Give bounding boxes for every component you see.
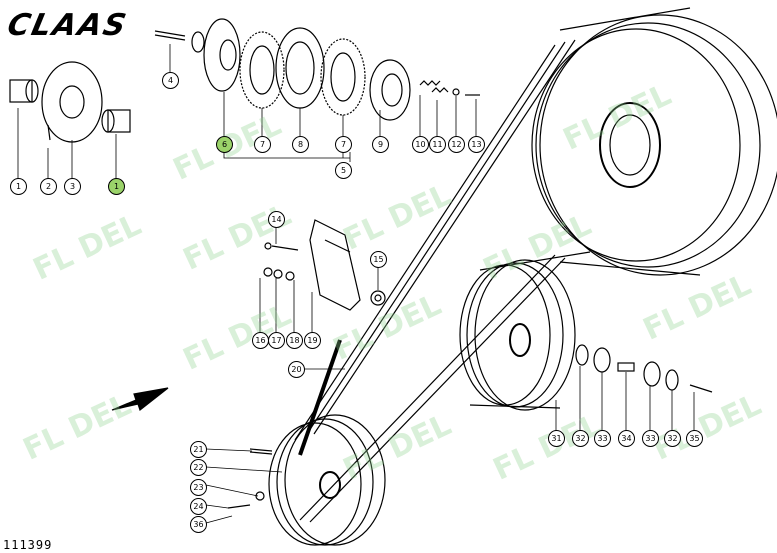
large-pulley bbox=[531, 7, 777, 276]
callout-16: 16 bbox=[252, 332, 269, 349]
callout-12: 12 bbox=[448, 136, 465, 153]
callout-3: 3 bbox=[64, 178, 81, 195]
callout-17: 17 bbox=[268, 332, 285, 349]
clutch-plates bbox=[154, 18, 480, 121]
small-pulley bbox=[268, 414, 386, 546]
callout-11: 11 bbox=[429, 136, 446, 153]
callout-15: 15 bbox=[370, 251, 387, 268]
callout-32b: 32 bbox=[664, 430, 681, 447]
callout-32: 32 bbox=[572, 430, 589, 447]
callout-34: 34 bbox=[618, 430, 635, 447]
callout-2: 2 bbox=[40, 178, 57, 195]
callout-5: 5 bbox=[335, 162, 352, 179]
callout-7: 7 bbox=[254, 136, 271, 153]
callout-9: 9 bbox=[372, 136, 389, 153]
callout-1: 1 bbox=[10, 178, 27, 195]
callout-23: 23 bbox=[190, 479, 207, 496]
callout-18: 18 bbox=[286, 332, 303, 349]
document-number: 111399 bbox=[3, 538, 53, 552]
callout-13: 13 bbox=[468, 136, 485, 153]
callout-36: 36 bbox=[190, 516, 207, 533]
callout-6-highlighted: 6 bbox=[216, 136, 233, 153]
callout-20: 20 bbox=[288, 361, 305, 378]
leader-lines bbox=[17, 44, 695, 524]
callout-24: 24 bbox=[190, 498, 207, 515]
callout-19: 19 bbox=[304, 332, 321, 349]
callout-8: 8 bbox=[292, 136, 309, 153]
callout-21: 21 bbox=[190, 441, 207, 458]
callout-4: 4 bbox=[162, 72, 179, 89]
v-belts bbox=[294, 39, 576, 523]
direction-arrow-icon bbox=[111, 387, 169, 411]
brand-logo: CLAAS bbox=[4, 8, 131, 43]
callout-33b: 33 bbox=[642, 430, 659, 447]
callout-22: 22 bbox=[190, 459, 207, 476]
callout-33: 33 bbox=[594, 430, 611, 447]
left-hub bbox=[9, 61, 131, 143]
middle-pulley bbox=[459, 251, 591, 411]
bracket bbox=[263, 219, 386, 311]
callout-1-highlighted: 1 bbox=[108, 178, 125, 195]
callout-10: 10 bbox=[412, 136, 429, 153]
callout-31: 31 bbox=[548, 430, 565, 447]
callout-7b: 7 bbox=[335, 136, 352, 153]
callout-35: 35 bbox=[686, 430, 703, 447]
callout-14: 14 bbox=[268, 211, 285, 228]
